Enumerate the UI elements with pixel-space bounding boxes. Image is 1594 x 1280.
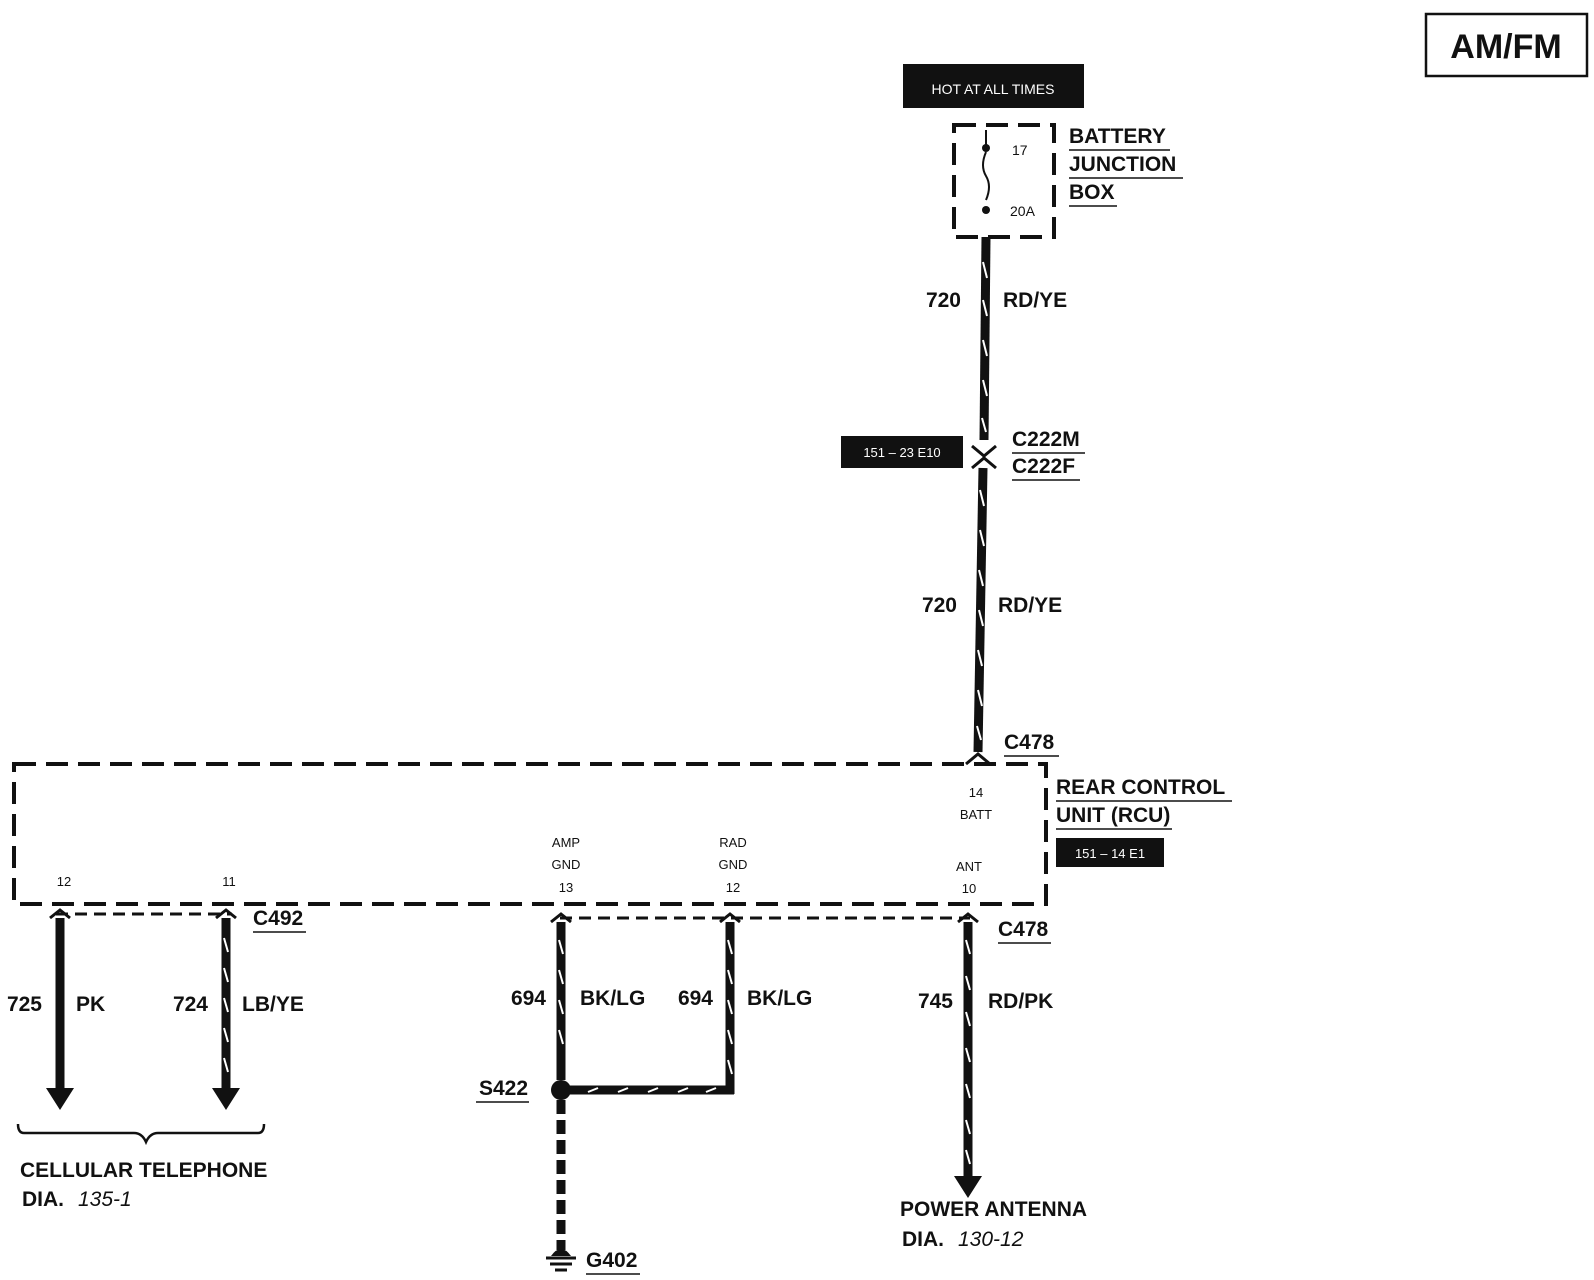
power-source-label: HOT AT ALL TIMES	[903, 64, 1084, 108]
pin-10-label: ANT	[956, 859, 982, 874]
pin-13-label-2: GND	[552, 857, 581, 872]
title-box: AM/FM	[1424, 12, 1589, 78]
pin-12-number: 12	[726, 880, 740, 895]
antenna-dia-prefix: DIA.	[902, 1228, 944, 1251]
wire-694-amp-circuit: 694	[511, 987, 546, 1010]
arrow-down-icon	[212, 1088, 240, 1110]
power-antenna-destination: POWER ANTENNA DIA. 130-12	[900, 1198, 1087, 1251]
connector-c492: C492	[49, 907, 306, 933]
c492-label: C492	[253, 907, 303, 930]
connector-c478-top: C478	[965, 731, 1059, 766]
diagram-title: AM/FM	[1450, 28, 1561, 66]
fuse-terminal-top	[982, 144, 990, 152]
wire-725-color: PK	[76, 993, 105, 1016]
c478-top-label: C478	[1004, 731, 1055, 754]
wire-724	[212, 918, 240, 1110]
wire-694-amp-color: BK/LG	[580, 987, 645, 1010]
junction-box-name-1: BATTERY	[1069, 125, 1166, 148]
rcu-ref-badge	[1056, 838, 1164, 867]
pin-batt-label: BATT	[960, 807, 992, 822]
cellular-name: CELLULAR TELEPHONE	[20, 1159, 267, 1182]
wire-745	[954, 922, 982, 1198]
cellular-telephone-destination: CELLULAR TELEPHONE DIA. 135-1	[16, 1123, 267, 1211]
rcu-name-1: REAR CONTROL	[1056, 776, 1225, 799]
ground-icon	[546, 1249, 576, 1272]
arrow-down-icon	[954, 1176, 982, 1198]
wire-725-circuit: 725	[7, 993, 42, 1016]
ground-wire: G402	[546, 1100, 640, 1275]
fuse-rating: 20A	[1010, 203, 1036, 219]
pin-10-number: 10	[962, 881, 976, 896]
junction-box-name-2: JUNCTION	[1069, 153, 1176, 176]
wire-694-amp-gnd	[556, 922, 566, 1080]
rear-control-unit: REAR CONTROL UNIT (RCU) 151 – 14 E1 14 B…	[12, 762, 1232, 906]
cellular-dia-number: 135-1	[78, 1188, 132, 1211]
pin-11-number: 11	[222, 874, 236, 889]
wire-724-color: LB/YE	[242, 993, 304, 1016]
wire-694-rad-color: BK/LG	[747, 987, 812, 1010]
cellular-dia-prefix: DIA.	[22, 1188, 64, 1211]
antenna-dia-number: 130-12	[958, 1228, 1024, 1251]
c222-female-label: C222F	[1012, 455, 1075, 478]
brace-icon	[16, 1123, 266, 1146]
c222-male-label: C222M	[1012, 428, 1080, 451]
wire-720-upper-color: RD/YE	[1003, 289, 1067, 312]
wire-694-rad-gnd	[561, 922, 735, 1095]
rcu-ref: 151 – 14 E1	[1075, 846, 1145, 861]
arrow-down-icon	[46, 1088, 74, 1110]
pin-12-label-2: GND	[719, 857, 748, 872]
fuse-number: 17	[1012, 142, 1028, 158]
wire-720-upper-circuit: 720	[926, 289, 961, 312]
wire-694-rad-circuit: 694	[678, 987, 713, 1010]
pin-12-cell-number: 12	[57, 874, 71, 889]
c222-ref: 151 – 23 E10	[863, 445, 940, 460]
fuse-terminal-bottom	[982, 206, 990, 214]
hot-at-all-times-text: HOT AT ALL TIMES	[932, 81, 1055, 97]
wire-720-middle	[973, 467, 988, 753]
junction-box-name-3: BOX	[1069, 181, 1115, 204]
ground-label: G402	[586, 1249, 637, 1272]
splice-s422: S422	[476, 1077, 571, 1103]
splice-dot-icon	[551, 1080, 571, 1100]
pin-12-label-1: RAD	[719, 835, 746, 850]
c478-bottom-label: C478	[998, 918, 1049, 941]
splice-label: S422	[479, 1077, 528, 1100]
wire-720-middle-color: RD/YE	[998, 594, 1062, 617]
pin-13-label-1: AMP	[552, 835, 580, 850]
wire-720-upper	[979, 236, 991, 441]
wire-745-color: RD/PK	[988, 990, 1053, 1013]
wire-725	[46, 918, 74, 1110]
connector-c478-bottom: C478	[550, 912, 1051, 944]
wire-745-circuit: 745	[918, 990, 953, 1013]
pin-13-number: 13	[559, 880, 573, 895]
wire-720-middle-circuit: 720	[922, 594, 957, 617]
connector-c222: 151 – 23 E10 C222M C222F	[841, 428, 1085, 481]
antenna-name: POWER ANTENNA	[900, 1198, 1087, 1221]
battery-junction-box: 17 20A BATTERY JUNCTION BOX	[952, 123, 1183, 239]
fuse-icon	[982, 151, 990, 201]
wire-724-circuit: 724	[173, 993, 208, 1016]
pin-batt-number: 14	[969, 785, 983, 800]
rcu-name-2: UNIT (RCU)	[1056, 804, 1170, 827]
c222-ref-badge	[841, 436, 963, 468]
